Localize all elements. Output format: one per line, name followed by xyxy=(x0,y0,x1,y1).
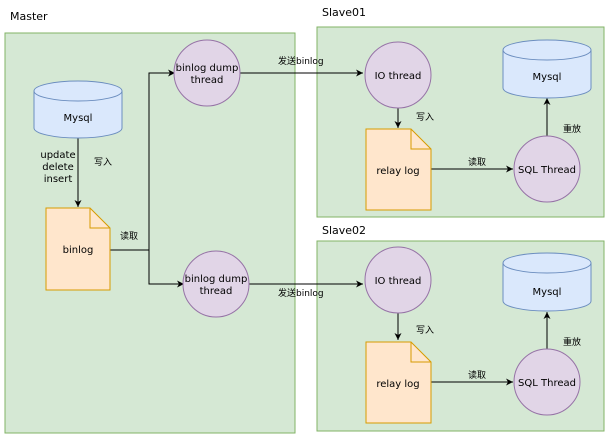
slave01-io-thread: IO thread xyxy=(364,41,432,109)
slave01-io-thread-label: IO thread xyxy=(375,71,422,82)
slave02-relay-log-document: relay log xyxy=(365,341,432,424)
slave01-replay-label: 重放 xyxy=(563,123,581,135)
binlog-dump-thread-1: binlog dump thread xyxy=(173,39,241,107)
binlog-dump-thread-2: binlog dump thread xyxy=(182,250,250,318)
slave02-io-thread: IO thread xyxy=(364,246,432,314)
edge-binlog-to-dump-1 xyxy=(110,69,175,251)
slave02-read-label: 读取 xyxy=(468,369,486,381)
binlog-document: binlog xyxy=(45,207,111,291)
write-ops-delete: delete xyxy=(42,162,74,173)
master-write-label: 写入 xyxy=(94,157,112,168)
dump-thread-1-line1: binlog dump xyxy=(176,63,239,74)
slave02-title: Slave02 xyxy=(322,224,366,237)
dump-thread-1-line2: thread xyxy=(191,75,224,86)
slave02-sql-thread-label: SQL Thread xyxy=(518,378,576,389)
binlog-label: binlog xyxy=(63,245,94,256)
edge-binlog-to-dump-2 xyxy=(148,250,184,288)
slave01-write-label: 写入 xyxy=(416,112,434,123)
slave02-sql-thread: SQL Thread xyxy=(513,348,581,416)
dump-thread-2-line2: thread xyxy=(200,286,233,297)
slave01-sql-thread: SQL Thread xyxy=(513,135,581,203)
slave02-mysql-label: Mysql xyxy=(533,287,562,298)
slave01-read-label: 读取 xyxy=(468,156,486,168)
write-ops-update: update xyxy=(40,150,75,161)
master-read-label: 读取 xyxy=(120,230,138,242)
dump-thread-2-line1: binlog dump xyxy=(185,274,248,285)
slave02-mysql-database: Mysql xyxy=(502,252,592,312)
slave01-mysql-label: Mysql xyxy=(533,72,562,83)
write-ops-insert: insert xyxy=(44,174,73,185)
slave02-write-label: 写入 xyxy=(416,325,434,336)
slave02-io-thread-label: IO thread xyxy=(375,276,422,287)
send-binlog-label-2: 发送binlog xyxy=(278,287,324,299)
slave01-mysql-database: Mysql xyxy=(502,39,592,99)
send-binlog-label-1: 发送binlog xyxy=(278,55,324,67)
slave02-relay-log-label: relay log xyxy=(376,379,419,390)
master-mysql-label: Mysql xyxy=(64,113,93,124)
master-mysql-database: Mysql xyxy=(33,80,123,139)
slave01-title: Slave01 xyxy=(322,6,366,19)
slave01-relay-log-label: relay log xyxy=(376,166,419,177)
slave02-replay-label: 重放 xyxy=(563,336,581,348)
slave01-relay-log-document: relay log xyxy=(365,128,432,211)
slave01-sql-thread-label: SQL Thread xyxy=(518,165,576,176)
master-title: Master xyxy=(10,10,48,23)
